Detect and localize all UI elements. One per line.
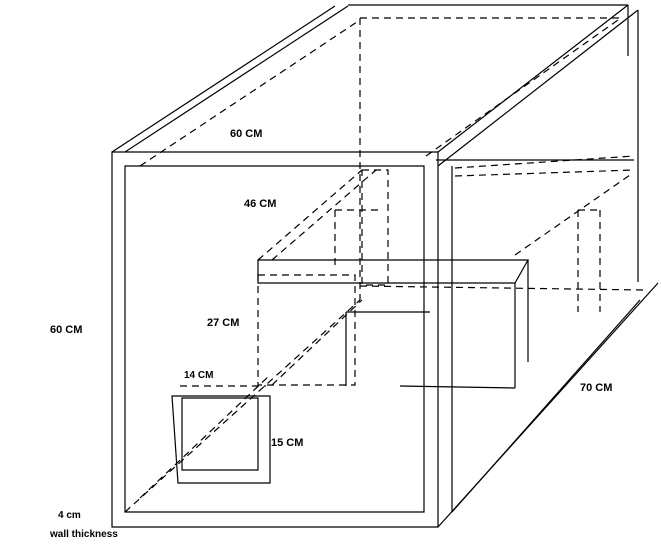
- small-opening: [171, 385, 271, 484]
- inner-compartment-front: [257, 274, 356, 386]
- label-wall-value: 4 cm: [58, 510, 81, 521]
- right-bottom-edge-inner: [451, 299, 641, 513]
- inner-compartment-top-plate: [257, 259, 530, 284]
- inner-compartment: [257, 169, 631, 389]
- inner-compartment-top-right: [271, 169, 377, 261]
- small-opening-outer: [171, 395, 271, 484]
- inner-compartment-bottom-edge: [271, 299, 363, 386]
- top-right-edge-inner: [437, 9, 639, 167]
- right-face: [436, 155, 659, 528]
- small-opening-inner: [181, 397, 259, 471]
- back-face: [348, 4, 645, 300]
- label-depth-right: 70 CM: [580, 382, 612, 394]
- bottom-diagonal-2: [139, 374, 271, 499]
- inner-compartment-step-bottom: [399, 385, 516, 389]
- inner-compartment-right-diag: [514, 174, 631, 256]
- back-inner-bottom: [359, 285, 645, 291]
- label-inner-depth: 46 CM: [244, 198, 276, 210]
- top-right-edge-outer: [437, 4, 629, 153]
- right-mid-line-2: [454, 169, 635, 177]
- top-left-edge-dashed: [139, 19, 361, 167]
- label-width-top: 60 CM: [230, 128, 262, 140]
- top-left-edge-inner: [124, 5, 349, 153]
- label-small-width: 14 CM: [184, 370, 213, 381]
- right-mid-line: [454, 155, 635, 169]
- front-face-inner: [124, 165, 425, 513]
- label-small-height: 15 CM: [271, 437, 303, 449]
- inner-compartment-top-left: [257, 169, 363, 261]
- label-wall-caption: wall thickness: [49, 529, 118, 540]
- top-face: [111, 4, 639, 167]
- bottom-diagonal: [124, 299, 361, 513]
- top-right-edge-dashed: [425, 19, 619, 157]
- label-height-left: 60 CM: [50, 324, 82, 336]
- inner-compartment-back: [361, 169, 389, 286]
- label-inner-height: 27 CM: [207, 317, 239, 329]
- top-left-edge-outer: [111, 5, 336, 153]
